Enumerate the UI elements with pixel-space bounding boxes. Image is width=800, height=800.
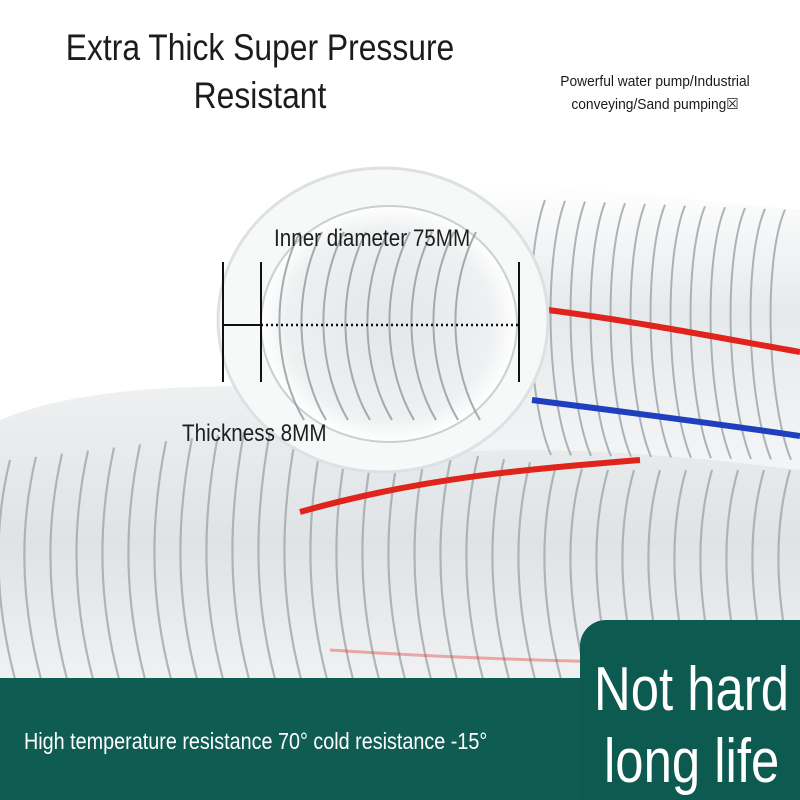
thickness-label: Thickness 8MM: [182, 420, 327, 447]
inner-diameter-label: Inner diameter 75MM: [274, 225, 471, 252]
headline: Extra Thick Super Pressure Resistant: [54, 24, 467, 120]
callout-line-2: long life: [604, 727, 780, 796]
dimension-markers: [222, 262, 520, 382]
durability-callout-tab: [588, 620, 800, 678]
temperature-resistance-text: High temperature resistance 70° cold res…: [24, 728, 488, 754]
hose-opening: [216, 166, 550, 474]
usage-subheadline: Powerful water pump/Industrial conveying…: [531, 70, 779, 116]
headline-line-2: Resistant: [193, 75, 327, 116]
callout-line-1: Not hard: [594, 655, 790, 724]
usage-line-1: Powerful water pump/Industrial: [560, 73, 750, 90]
usage-line-2: conveying/Sand pumping☒: [571, 96, 739, 113]
headline-line-1: Extra Thick Super Pressure: [65, 27, 455, 68]
